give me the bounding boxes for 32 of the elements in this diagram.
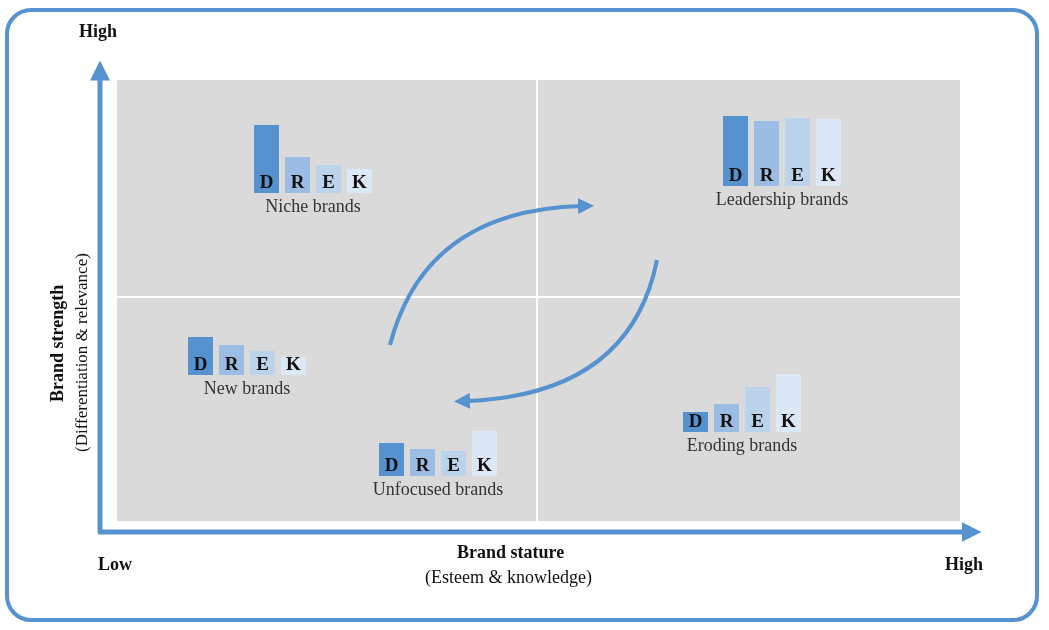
quadrant-label: New brands [203,378,291,399]
quadrant-label: Niche brands [265,196,361,217]
axis-end-label: High [79,21,117,42]
axis-end-label: High [945,554,983,575]
chart-bar: D [254,125,279,193]
chart-bar: E [250,351,275,375]
quadrant-label: Eroding brands [686,435,798,456]
chart-bar: K [347,169,372,193]
quadrant-label: Unfocused brands [372,479,504,500]
chart-bar: K [472,431,497,476]
chart-bar: E [785,118,810,186]
chart-bar: E [745,387,770,432]
axis-subtitle: (Esteem & knowledge) [425,567,592,588]
chart-bar: R [410,449,435,476]
chart-bar: D [188,337,213,375]
chart-bar: E [316,165,341,193]
axis-subtitle: (Differentiation & relevance) [72,253,92,452]
chart-bar: E [441,451,466,476]
chart-bar: K [281,357,306,375]
chart-bar: R [714,404,739,432]
chart-bar: R [219,345,244,375]
quadrant-label: Leadership brands [715,189,849,210]
chart-bar: K [816,119,841,186]
chart-bar: D [723,116,748,186]
chart-bar: K [776,374,801,432]
axis-title: Brand stature [457,542,565,563]
chart-bar: D [683,412,708,432]
chart-bar: D [379,443,404,476]
chart-bar: R [285,157,310,193]
axis-title: Brand strength [47,284,68,402]
chart-bar: R [754,121,779,186]
axis-end-label: Low [98,554,132,575]
